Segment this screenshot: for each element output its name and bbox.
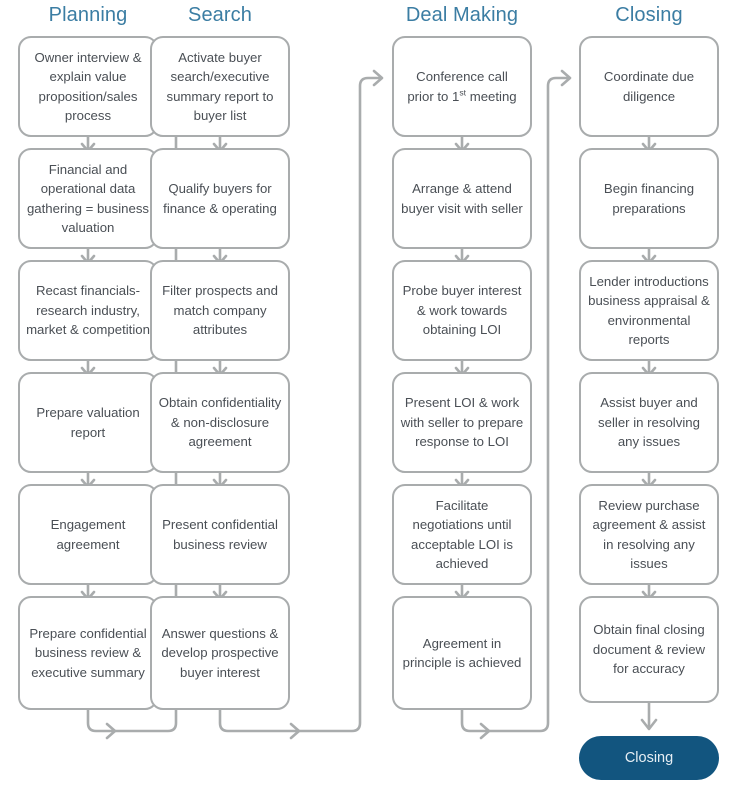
step-box[interactable]: Coordinate due diligence bbox=[579, 36, 719, 137]
step-label: Coordinate due diligence bbox=[603, 69, 695, 104]
step-box[interactable]: Agreement in principle is achieved bbox=[392, 596, 532, 710]
step-label: Prepare valuation report bbox=[36, 405, 140, 440]
column-header-search: Search bbox=[188, 4, 252, 26]
column-header-deal-making: Deal Making bbox=[405, 4, 519, 26]
step-box[interactable]: Prepare confidential business review & e… bbox=[18, 596, 158, 710]
step-label: Facilitate negotiations until acceptable… bbox=[411, 497, 513, 572]
step-label: Probe buyer interest & work towards obta… bbox=[402, 283, 522, 338]
step-label: Filter prospects and match company attri… bbox=[162, 283, 278, 338]
step-box[interactable]: Present LOI & work with seller to prepar… bbox=[392, 372, 532, 473]
column-header-closing: Closing bbox=[615, 4, 683, 26]
step-box[interactable]: Engagement agreement bbox=[18, 484, 158, 585]
step-box[interactable]: Probe buyer interest & work towards obta… bbox=[392, 260, 532, 361]
step-box[interactable]: Review purchase agreement & assist in re… bbox=[579, 484, 719, 585]
step-box[interactable]: Activate buyer search/executive summary … bbox=[150, 36, 290, 137]
closing-endcap[interactable]: Closing bbox=[579, 736, 719, 780]
step-label: Lender introductions business appraisal … bbox=[588, 273, 710, 348]
step-label: Present LOI & work with seller to prepar… bbox=[400, 395, 524, 450]
step-label: Qualify buyers for finance & operating bbox=[163, 181, 277, 216]
step-box[interactable]: Present confidential business review bbox=[150, 484, 290, 585]
step-label: Answer questions & develop prospective b… bbox=[161, 625, 279, 680]
step-box[interactable]: Lender introductions business appraisal … bbox=[579, 260, 719, 361]
step-box[interactable]: Obtain confidentiality & non-disclosure … bbox=[150, 372, 290, 473]
step-label: Obtain confidentiality & non-disclosure … bbox=[158, 395, 282, 450]
step-label: Begin financing preparations bbox=[603, 181, 695, 216]
step-label: Obtain final closing document & review f… bbox=[592, 622, 706, 677]
step-label: Owner interview & explain value proposit… bbox=[34, 49, 142, 124]
step-label: Present confidential business review bbox=[162, 517, 278, 552]
step-box[interactable]: Obtain final closing document & review f… bbox=[579, 596, 719, 703]
step-label: Engagement agreement bbox=[50, 517, 126, 552]
step-label: Financial and operational data gathering… bbox=[26, 161, 150, 236]
step-box[interactable]: Qualify buyers for finance & operating bbox=[150, 148, 290, 249]
step-label: Prepare confidential business review & e… bbox=[29, 625, 147, 680]
step-box[interactable]: Owner interview & explain value proposit… bbox=[18, 36, 158, 137]
step-box[interactable]: Prepare valuation report bbox=[18, 372, 158, 473]
step-box[interactable]: Begin financing preparations bbox=[579, 148, 719, 249]
step-box[interactable]: Answer questions & develop prospective b… bbox=[150, 596, 290, 710]
step-label: Activate buyer search/executive summary … bbox=[166, 49, 274, 124]
step-box[interactable]: Filter prospects and match company attri… bbox=[150, 260, 290, 361]
step-box[interactable]: Assist buyer and seller in resolving any… bbox=[579, 372, 719, 473]
column-header-planning: Planning bbox=[48, 4, 128, 26]
step-label: Assist buyer and seller in resolving any… bbox=[598, 395, 700, 450]
step-label: Recast financials-research industry, mar… bbox=[26, 283, 150, 338]
step-label: Review purchase agreement & assist in re… bbox=[592, 497, 706, 572]
step-label: Agreement in principle is achieved bbox=[402, 635, 522, 671]
step-label: Arrange & attend buyer visit with seller bbox=[401, 181, 523, 216]
step-box[interactable]: Facilitate negotiations until acceptable… bbox=[392, 484, 532, 585]
step-box[interactable]: Recast financials-research industry, mar… bbox=[18, 260, 158, 361]
closing-endcap-label: Closing bbox=[624, 750, 674, 766]
step-box[interactable]: Financial and operational data gathering… bbox=[18, 148, 158, 249]
step-box[interactable]: Arrange & attend buyer visit with seller bbox=[392, 148, 532, 249]
